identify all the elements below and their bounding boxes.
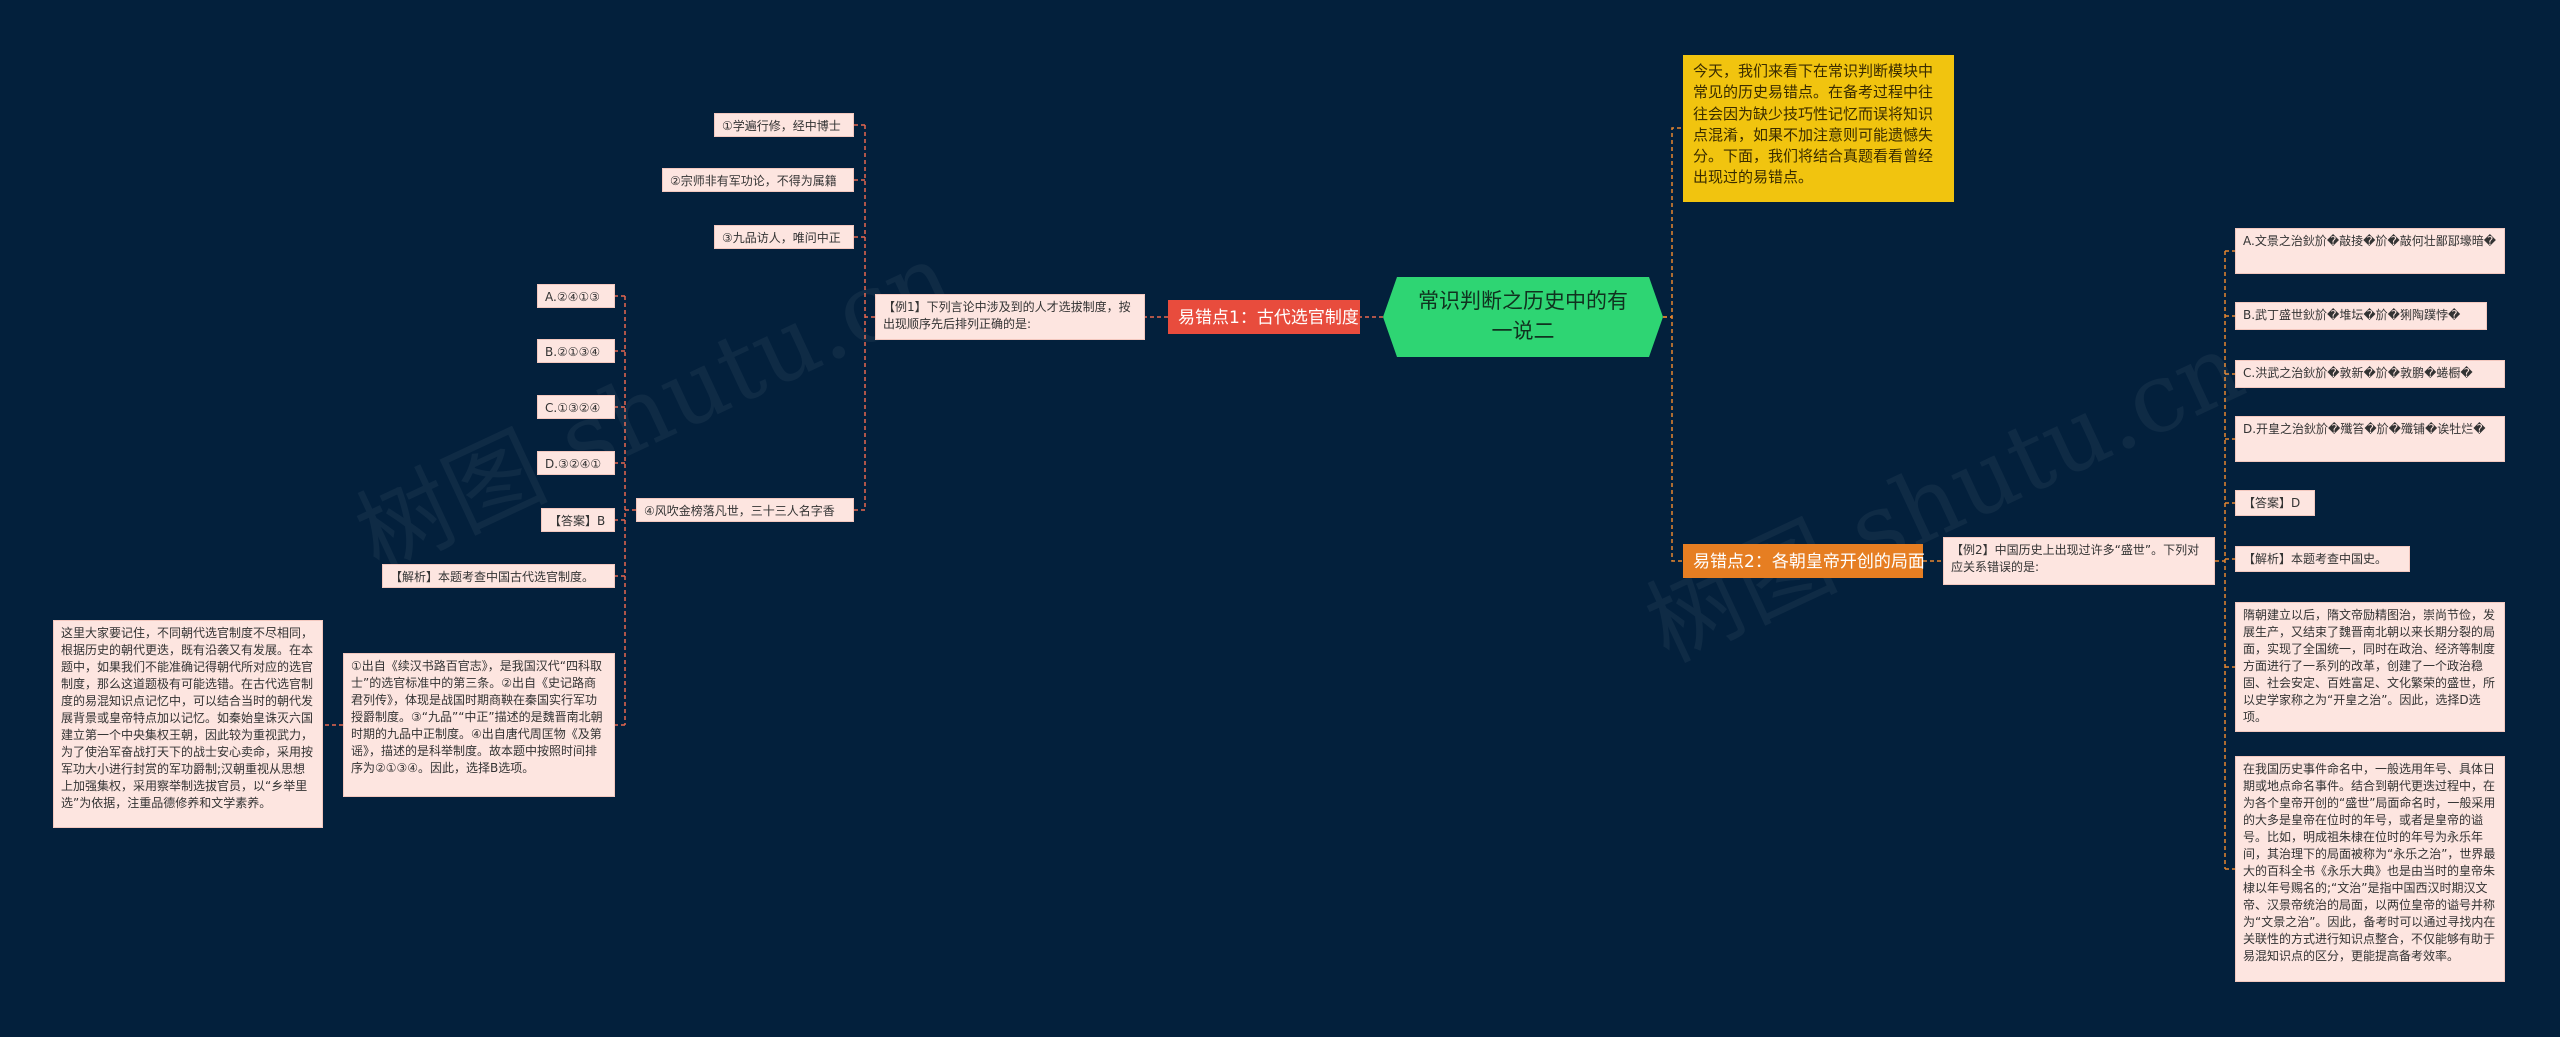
statement-4[interactable]: ④风吹金榜落凡世，三十三人名字香 bbox=[636, 498, 854, 522]
question-1[interactable]: 【例1】下列言论中涉及到的人才选拔制度，按出现顺序先后排列正确的是: bbox=[875, 294, 1145, 340]
root-topic[interactable]: 常识判断之历史中的有一说二 bbox=[1383, 277, 1663, 357]
question-2[interactable]: 【例2】中国历史上出现过许多“盛世”。下列对应关系错误的是: bbox=[1943, 537, 2215, 585]
link-root-branch2 bbox=[1663, 316, 1683, 562]
branch-2-label: 易错点2：各朝皇帝开创的局面 bbox=[1693, 552, 1925, 572]
option-2b[interactable]: B.武丁盛世鈥斺�堆坛�斺�猁陶蹼悖� bbox=[2235, 302, 2487, 330]
analysis-title-1[interactable]: 【解析】本题考查中国古代选官制度。 bbox=[382, 564, 615, 588]
branch-topic-2[interactable]: 易错点2：各朝皇帝开创的局面 bbox=[1683, 544, 1925, 578]
option-1b[interactable]: B.②①③④ bbox=[537, 339, 615, 363]
option-1d[interactable]: D.③②④① bbox=[537, 451, 615, 475]
branch-topic-1[interactable]: 易错点1：古代选官制度 bbox=[1168, 300, 1360, 334]
root-title: 常识判断之历史中的有一说二 bbox=[1418, 289, 1628, 343]
intro-note[interactable]: 今天，我们来看下在常识判断模块中常见的历史易错点。在备考过程中往往会因为缺少技巧… bbox=[1683, 55, 1954, 202]
option-1c[interactable]: C.①③②④ bbox=[537, 395, 615, 419]
analysis-title-2[interactable]: 【解析】本题考查中国史。 bbox=[2235, 546, 2410, 572]
option-1a[interactable]: A.②④①③ bbox=[537, 284, 615, 308]
intro-text: 今天，我们来看下在常识判断模块中常见的历史易错点。在备考过程中往往会因为缺少技巧… bbox=[1693, 62, 1934, 187]
link-root-intro bbox=[1663, 127, 1683, 318]
analysis-2[interactable]: 隋朝建立以后，隋文帝励精图治，崇尚节俭，发展生产，又结束了魏晋南北朝以来长期分裂… bbox=[2235, 602, 2505, 732]
option-2a[interactable]: A.文景之治鈥斺�敲掕�斺�敲何壮鄙邷壕暗� bbox=[2235, 228, 2505, 274]
answer-2[interactable]: 【答案】D bbox=[2235, 490, 2315, 516]
branch-1-label: 易错点1：古代选官制度 bbox=[1178, 308, 1359, 328]
statement-2[interactable]: ②宗师非有军功论，不得为属籍 bbox=[662, 168, 854, 192]
statement-1[interactable]: ①学遍行修，经中博士 bbox=[714, 113, 854, 137]
option-2d[interactable]: D.开皇之治鈥斺�殲笞�斺�殲铺�诶牡烂� bbox=[2235, 416, 2505, 462]
note-2[interactable]: 在我国历史事件命名中，一般选用年号、具体日期或地点命名事件。结合到朝代更迭过程中… bbox=[2235, 756, 2505, 982]
option-2c[interactable]: C.洪武之治鈥斺�敦新�斺�敦鹏�蜷橱� bbox=[2235, 360, 2505, 388]
answer-1[interactable]: 【答案】B bbox=[541, 508, 615, 532]
statement-3[interactable]: ③九品访人，唯问中正 bbox=[714, 225, 854, 249]
analysis-1[interactable]: ①出自《续汉书路百官志》，是我国汉代“四科取士”的选官标准中的第三条。②出自《史… bbox=[343, 653, 615, 797]
note-1[interactable]: 这里大家要记住，不同朝代选官制度不尽相同，根据历史的朝代更迭，既有沿袭又有发展。… bbox=[53, 620, 323, 828]
